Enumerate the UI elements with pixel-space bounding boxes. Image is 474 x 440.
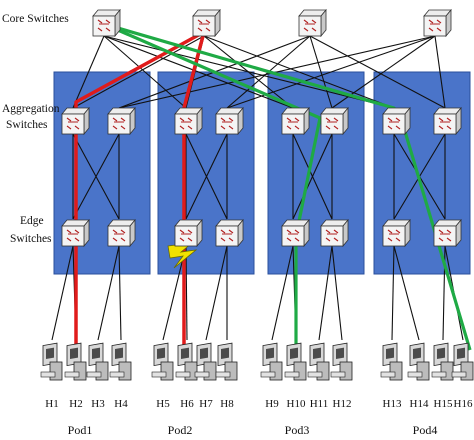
core-switch-3-icon — [298, 8, 327, 38]
host-label-5: H5 — [156, 398, 170, 410]
host-label-14: H14 — [410, 398, 429, 410]
host-label-13: H13 — [383, 398, 402, 410]
pod-4-aggregation-switch-2-icon — [433, 106, 462, 136]
workstation-icon — [260, 342, 283, 381]
pod-3-edge-switch-2-icon — [320, 218, 349, 248]
pod-2-aggregation-switch-1-icon — [174, 106, 203, 136]
host-label-1: H1 — [45, 398, 58, 410]
workstation-icon — [407, 342, 430, 381]
host-label-16: H16 — [454, 398, 473, 410]
pod-3-agg-2-edge-1-link — [292, 133, 333, 220]
host-label-10: H10 — [287, 398, 306, 410]
pod-4-edge-switch-2-icon — [433, 218, 462, 248]
host-label-15: H15 — [434, 398, 453, 410]
core-4-to-pod-1-link — [118, 35, 436, 109]
host-label-9: H9 — [265, 398, 279, 410]
pod-2-agg-2-edge-1-link — [185, 133, 228, 220]
core-3-to-pod-4-link — [309, 35, 446, 109]
workstation-icon — [215, 342, 238, 381]
host-label-6: H6 — [180, 398, 194, 410]
workstation-icon — [86, 342, 109, 381]
workstation-icon — [40, 342, 63, 381]
tier-label-edge-1: Edge — [20, 215, 44, 227]
workstation-icon — [151, 342, 174, 381]
host-label-12: H12 — [333, 398, 352, 410]
pod-4-edge-switch-1-icon — [382, 218, 411, 248]
pod-label-1: Pod1 — [68, 423, 93, 437]
pod-3-edge-to-host-1-link — [271, 245, 294, 341]
core-3-to-pod-3-link — [309, 35, 333, 109]
tier-label-edge-2: Switches — [10, 233, 52, 245]
tier-label-core: Core Switches — [2, 13, 69, 25]
pod-2-edge-switch-1-icon — [174, 218, 203, 248]
red-path — [74, 30, 206, 354]
workstation-icon — [109, 342, 132, 381]
pod-2-edge-to-host-2-link — [185, 245, 188, 341]
pod-4-edge-to-host-2-link — [393, 245, 420, 341]
pod-1-edge-to-host-4-link — [118, 245, 122, 341]
core-2-to-pod-4-link — [203, 35, 395, 109]
tier-label-aggregation-1: Aggregation — [2, 103, 60, 115]
pod-label-2: Pod2 — [168, 423, 193, 437]
workstation-icon — [284, 342, 307, 381]
pod-4-edge-to-host-1-link — [391, 245, 395, 341]
host-label-3: H3 — [91, 398, 105, 410]
core-switch-4-icon — [423, 8, 452, 38]
tier-label-aggregation-2: Switches — [6, 119, 48, 131]
workstation-icon — [451, 342, 474, 381]
core-4-to-pod-2-link — [226, 35, 436, 109]
workstation-icon — [330, 342, 353, 381]
workstation-icon — [307, 342, 330, 381]
host-label-11: H11 — [310, 398, 329, 410]
pod-1-edge-to-host-3-link — [97, 245, 120, 341]
pod-3-edge-to-host-4-link — [331, 245, 343, 341]
pod-3-aggregation-switch-1-icon — [281, 106, 310, 136]
host-label-7: H7 — [199, 398, 213, 410]
host-label-8: H8 — [220, 398, 234, 410]
workstation-icon — [380, 342, 403, 381]
workstation-icon — [431, 342, 454, 381]
pod-1-edge-to-host-1-link — [51, 245, 74, 341]
pod-3-edge-switch-1-icon — [281, 218, 310, 248]
pod-label-3: Pod3 — [285, 423, 310, 437]
green-path-a — [103, 22, 322, 356]
workstation-icon — [194, 342, 217, 381]
workstation-icon — [175, 342, 198, 381]
pod-1-aggregation-switch-2-icon — [107, 106, 136, 136]
core-1-to-pod-1-link — [72, 35, 105, 109]
host-label-2: H2 — [69, 398, 82, 410]
pod-1-edge-switch-1-icon — [61, 218, 90, 248]
core-switch-2-icon — [192, 8, 221, 38]
core-switch-1-icon — [92, 8, 121, 38]
core-4-to-pod-4-link — [434, 35, 446, 109]
pod-1-edge-switch-2-icon — [107, 218, 136, 248]
pod-2-aggregation-switch-2-icon — [215, 106, 244, 136]
pod-3-aggregation-switch-2-icon — [320, 106, 349, 136]
host-label-4: H4 — [114, 398, 128, 410]
pod-1-aggregation-switch-1-icon — [61, 106, 90, 136]
pod-4-aggregation-switch-1-icon — [382, 106, 411, 136]
pod-3-edge-to-host-3-link — [318, 245, 333, 341]
pod-1-agg-2-edge-1-link — [72, 133, 120, 220]
pod-2-edge-switch-2-icon — [215, 218, 244, 248]
pod-2-edge-to-host-3-link — [205, 245, 228, 341]
workstation-icon — [64, 342, 87, 381]
core-2-to-pod-3-link — [203, 35, 294, 109]
pod-label-4: Pod4 — [413, 423, 438, 437]
